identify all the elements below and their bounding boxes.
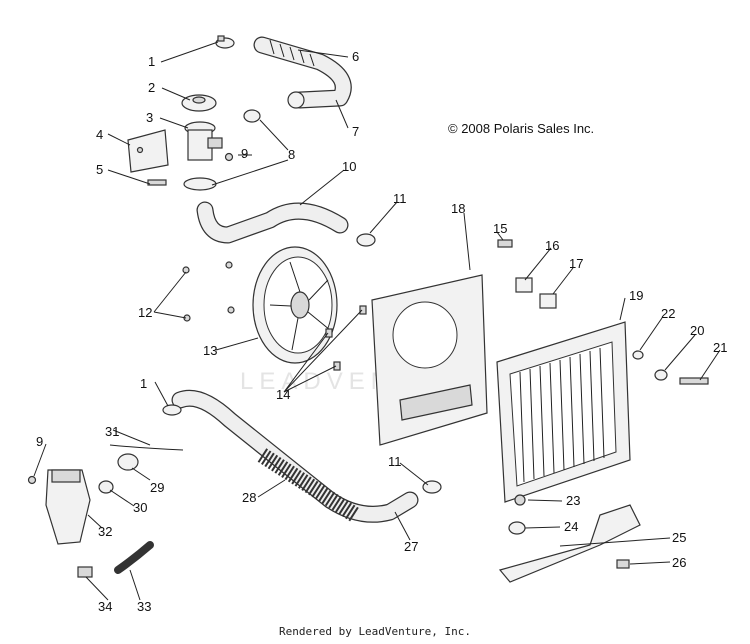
gasket-30[interactable] bbox=[98, 480, 114, 494]
callout-1-top: 1 bbox=[148, 54, 155, 69]
callout-2: 2 bbox=[148, 80, 155, 95]
callout-25: 25 bbox=[672, 530, 686, 545]
screw-9-top[interactable] bbox=[224, 152, 234, 162]
spacer-17[interactable] bbox=[539, 293, 557, 309]
cap-29[interactable] bbox=[117, 453, 139, 471]
washer-22[interactable] bbox=[632, 350, 644, 360]
clamp-11-top[interactable] bbox=[356, 233, 376, 247]
hose-10[interactable] bbox=[196, 201, 349, 244]
clamp-8-b[interactable] bbox=[183, 177, 217, 191]
callout-14: 14 bbox=[276, 387, 290, 402]
sensor[interactable] bbox=[147, 179, 167, 186]
footer-credit: Rendered by LeadVenture, Inc. bbox=[278, 625, 472, 638]
callout-12: 12 bbox=[138, 305, 152, 320]
cooling-fan[interactable] bbox=[252, 246, 338, 364]
mounting-bracket[interactable] bbox=[127, 129, 169, 173]
callout-20: 20 bbox=[690, 323, 704, 338]
callout-29: 29 bbox=[150, 480, 164, 495]
callout-11-lower: 11 bbox=[388, 454, 402, 469]
leader-lines bbox=[33, 41, 721, 601]
tube-31[interactable] bbox=[109, 444, 184, 451]
callout-10: 10 bbox=[342, 159, 356, 174]
clamp-8-a[interactable] bbox=[243, 109, 261, 123]
callout-4: 4 bbox=[96, 127, 103, 142]
callout-30: 30 bbox=[133, 500, 147, 515]
callout-17: 17 bbox=[569, 256, 583, 271]
callout-13: 13 bbox=[203, 343, 217, 358]
callout-32: 32 bbox=[98, 524, 112, 539]
callout-15: 15 bbox=[493, 221, 507, 236]
clips-14[interactable] bbox=[325, 305, 367, 371]
fitting-34[interactable] bbox=[77, 566, 93, 578]
callout-9-top: 9 bbox=[241, 146, 248, 161]
callout-16: 16 bbox=[545, 238, 559, 253]
grommet-16[interactable] bbox=[515, 277, 533, 293]
callout-23: 23 bbox=[566, 493, 580, 508]
upper-hose[interactable] bbox=[253, 36, 352, 109]
callout-26: 26 bbox=[672, 555, 686, 570]
callout-3: 3 bbox=[146, 110, 153, 125]
callout-11-top: 11 bbox=[393, 191, 407, 206]
callout-18: 18 bbox=[451, 201, 465, 216]
clamp-1-top[interactable] bbox=[215, 35, 235, 49]
callout-7: 7 bbox=[352, 124, 359, 139]
screw-26[interactable] bbox=[616, 559, 630, 569]
fitting-15[interactable] bbox=[497, 239, 513, 248]
drain-23[interactable] bbox=[514, 494, 526, 506]
callout-31: 31 bbox=[105, 424, 119, 439]
callout-27: 27 bbox=[404, 539, 418, 554]
fan-shroud[interactable] bbox=[371, 274, 488, 446]
callout-22: 22 bbox=[661, 306, 675, 321]
washer-20[interactable] bbox=[654, 369, 668, 381]
overflow-bottle[interactable] bbox=[45, 469, 91, 545]
callout-28: 28 bbox=[242, 490, 256, 505]
callout-8: 8 bbox=[288, 147, 295, 162]
copyright-notice: © 2008 Polaris Sales Inc. bbox=[448, 121, 595, 136]
screw-9-left[interactable] bbox=[27, 475, 37, 485]
fan-screws[interactable] bbox=[182, 261, 235, 322]
callout-6: 6 bbox=[352, 49, 359, 64]
clamp-1-lower[interactable] bbox=[162, 404, 182, 416]
filler-neck[interactable] bbox=[184, 121, 223, 161]
callout-21: 21 bbox=[713, 340, 727, 355]
callout-5: 5 bbox=[96, 162, 103, 177]
bolt-21[interactable] bbox=[679, 377, 709, 385]
radiator-cap[interactable] bbox=[181, 94, 217, 112]
callout-9-left: 9 bbox=[36, 434, 43, 449]
callout-1-lower: 1 bbox=[140, 376, 147, 391]
callout-34: 34 bbox=[98, 599, 112, 614]
tube-33[interactable] bbox=[114, 541, 154, 574]
radiator[interactable] bbox=[496, 321, 631, 503]
callout-33: 33 bbox=[137, 599, 151, 614]
grommet-24[interactable] bbox=[508, 521, 526, 535]
callout-19: 19 bbox=[629, 288, 643, 303]
callout-numbers: 1 2 3 4 5 6 7 8 9 10 11 12 13 14 15 16 1… bbox=[36, 49, 727, 614]
lower-hose[interactable] bbox=[171, 389, 419, 523]
lower-bracket[interactable] bbox=[498, 504, 641, 583]
callout-24: 24 bbox=[564, 519, 578, 534]
